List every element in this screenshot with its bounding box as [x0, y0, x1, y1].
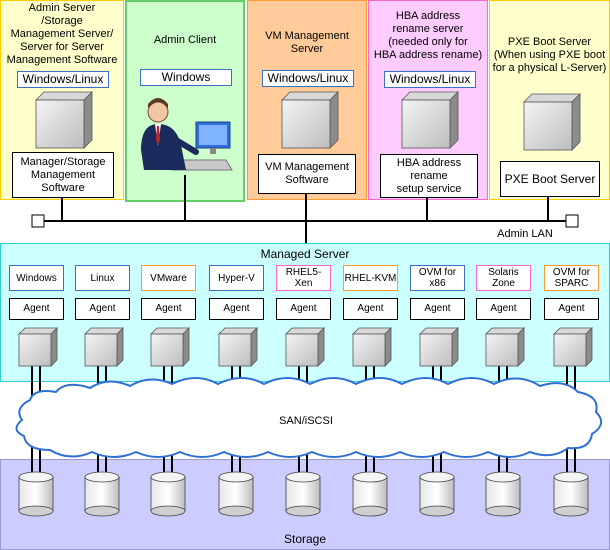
- storage-disk-icon: [352, 471, 388, 517]
- storage-disk-icon: [485, 471, 521, 517]
- storage-disk-icon: [84, 471, 120, 517]
- software-box: HBA address rename setup service: [380, 154, 478, 198]
- storage-disk-icon: [218, 471, 254, 517]
- panel-title: Admin Server /Storage Management Server/…: [6, 2, 118, 66]
- storage-disk-icon: [553, 471, 589, 517]
- os-label: Windows/Linux: [262, 70, 354, 87]
- storage-disk-icon: [285, 471, 321, 517]
- managed-os-windows: Windows: [9, 265, 64, 291]
- agent-box: Agent: [75, 298, 130, 320]
- san-label: SAN/iSCSI: [279, 415, 333, 427]
- managed-server-title: Managed Server: [260, 247, 350, 261]
- server-box-icon: [218, 327, 258, 367]
- managed-os-ovm-x86: OVM for x86: [410, 265, 465, 291]
- agent-box: Agent: [141, 298, 196, 320]
- lan-terminator-icon: [31, 214, 45, 228]
- san-cloud-icon: [15, 377, 603, 458]
- managed-os-solaris-zone: Solaris Zone: [476, 265, 531, 291]
- panel-admin-server: Admin Server /Storage Management Server/…: [0, 0, 124, 200]
- managed-os-vmware: VMware: [141, 265, 196, 291]
- storage-disk-icon: [419, 471, 455, 517]
- server-box-icon: [523, 93, 581, 151]
- storage-disk-icon: [18, 471, 54, 517]
- server-box-icon: [285, 327, 325, 367]
- software-box: VM Management Software: [258, 154, 356, 194]
- server-box-icon: [401, 91, 459, 149]
- server-box-icon: [281, 91, 339, 149]
- server-box-icon: [84, 327, 124, 367]
- agent-box: Agent: [209, 298, 264, 320]
- os-label: Windows/Linux: [384, 71, 476, 88]
- managed-os-rhel5-xen: RHEL5-Xen: [276, 265, 331, 291]
- server-box-icon: [485, 327, 525, 367]
- server-box-icon: [18, 327, 58, 367]
- managed-os-hyperv: Hyper-V: [209, 265, 264, 291]
- lan-terminator-icon: [565, 214, 579, 228]
- panel-title: Admin Client: [153, 34, 217, 46]
- software-box: Manager/Storage Management Software: [12, 152, 114, 198]
- panel-pxe-boot-server: PXE Boot Server (When using PXE boot for…: [489, 0, 610, 200]
- os-label: Windows: [140, 69, 232, 86]
- server-box-icon: [553, 327, 593, 367]
- panel-vm-management-server: VM Management Server Windows/Linux VM Ma…: [247, 0, 367, 200]
- managed-os-linux: Linux: [75, 265, 130, 291]
- panel-title: PXE Boot Server (When using PXE boot for…: [492, 36, 607, 74]
- panel-title: HBA address rename server (needed only f…: [373, 10, 483, 61]
- storage-disk-icon: [150, 471, 186, 517]
- panel-title: VM Management Server: [265, 30, 349, 55]
- admin-lan-label: Admin LAN: [497, 228, 553, 240]
- agent-box: Agent: [343, 298, 398, 320]
- agent-box: Agent: [9, 298, 64, 320]
- admin-client-user-icon: [141, 98, 233, 171]
- server-box-icon: [150, 327, 190, 367]
- agent-box: Agent: [544, 298, 599, 320]
- agent-box: Agent: [410, 298, 465, 320]
- os-label: Windows/Linux: [17, 71, 109, 88]
- agent-box: Agent: [276, 298, 331, 320]
- server-box-icon: [419, 327, 459, 367]
- storage-label: Storage: [283, 532, 327, 546]
- agent-box: Agent: [476, 298, 531, 320]
- managed-os-rhel-kvm: RHEL-KVM: [343, 265, 398, 291]
- managed-os-ovm-sparc: OVM for SPARC: [544, 265, 599, 291]
- server-box-icon: [35, 91, 93, 149]
- server-box-icon: [352, 327, 392, 367]
- software-box: PXE Boot Server: [500, 161, 600, 197]
